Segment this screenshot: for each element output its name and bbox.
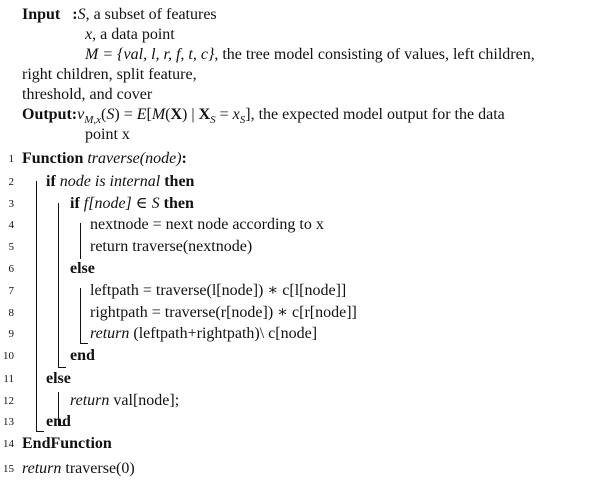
- input-m-cont2: threshold, and cover: [22, 86, 153, 103]
- algorithm-token: Function: [22, 150, 88, 167]
- algorithm-token: else: [70, 260, 95, 277]
- input-m-set: = {val, l, r, f, t, c}: [98, 46, 215, 63]
- output-formula: vM,x(S) = E[M(X) | XS = xS]: [77, 106, 251, 127]
- indent-bar-else-outer: [58, 392, 59, 426]
- indent-bar-if-feature: [80, 223, 81, 259]
- algorithm-line: return val[node];: [70, 392, 179, 410]
- line-number: 8: [8, 307, 15, 319]
- algorithm-line: if f[node] ∈ S then: [70, 195, 194, 213]
- algorithm-token: end: [70, 347, 95, 364]
- algorithm-line: rightpath = traverse(r[node]) ∗ c[r[node…: [90, 304, 357, 322]
- algorithm-token: leftpath = traverse(l[node]) ∗ c[l[node]…: [90, 282, 347, 299]
- input-line-m: M = {val, l, r, f, t, c}, the tree model…: [85, 46, 535, 64]
- algorithm-token: then: [159, 195, 194, 212]
- line-number: 7: [8, 285, 15, 297]
- algorithm-line: return traverse(nextnode): [90, 238, 252, 256]
- algorithm-line: Function traverse(node):: [22, 150, 187, 168]
- input-m-cont1: right children, split feature,: [22, 66, 197, 83]
- input-label: Input: [22, 6, 61, 23]
- line-number: 14: [3, 438, 14, 450]
- input-s-var: S: [77, 6, 86, 23]
- algorithm-token: return traverse(nextnode): [90, 238, 253, 255]
- line-number: 12: [3, 395, 14, 407]
- algorithm-token: traverse(0): [61, 460, 135, 477]
- output-line-cont: point x: [85, 126, 130, 144]
- algorithm-line: else: [46, 370, 71, 388]
- input-x-desc: , a data point: [92, 26, 175, 43]
- indent-bar-else-inner: [80, 288, 81, 344]
- algorithm-token: then: [160, 173, 195, 190]
- algorithm-line: leftpath = traverse(l[node]) ∗ c[l[node]…: [90, 282, 346, 300]
- algorithm-token: traverse(node): [87, 150, 182, 167]
- line-number: 10: [3, 350, 14, 362]
- indent-hook-if-internal: [58, 367, 66, 368]
- line-number: 1: [8, 153, 15, 165]
- algorithm-token: if: [46, 173, 60, 190]
- input-line-x: x, a data point: [85, 26, 175, 44]
- algorithm-token: EndFunction: [22, 435, 112, 452]
- algorithm-line: return (leftpath+rightpath)\ c[node]: [90, 325, 317, 343]
- indent-hook-else-outer: [58, 425, 66, 426]
- line-number: 3: [8, 198, 15, 210]
- line-number: 4: [8, 219, 15, 231]
- algorithm-token: return: [90, 325, 130, 342]
- line-number: 11: [3, 373, 14, 385]
- algorithm-line: nextnode = next node according to x: [90, 216, 324, 234]
- output-colon: :: [71, 106, 78, 123]
- indent-bar-if-internal: [58, 203, 59, 368]
- algorithm-token: (leftpath+rightpath)\ c[node]: [129, 325, 318, 342]
- line-number: 13: [3, 416, 14, 428]
- input-s-desc: , a subset of features: [85, 6, 217, 23]
- algorithm-token: rightpath = traverse(r[node]) ∗ c[r[node…: [90, 304, 357, 321]
- algorithm-line: EndFunction: [22, 435, 112, 453]
- line-number: 15: [3, 463, 14, 475]
- algorithm-token: f[node] ∈ S: [83, 195, 160, 212]
- indent-hook-else-inner: [80, 343, 88, 344]
- line-number: 2: [8, 176, 15, 188]
- algorithm-token: val[node];: [109, 392, 180, 409]
- algorithm-line: if node is internal then: [46, 173, 194, 191]
- algorithm-line: end: [70, 347, 95, 365]
- algorithm-token: return: [22, 460, 62, 477]
- algorithm-token: else: [46, 370, 71, 387]
- line-number: 9: [8, 328, 15, 340]
- output-cont: point x: [85, 126, 130, 143]
- algorithm-token: if: [70, 195, 84, 212]
- algorithm-line: return traverse(0): [22, 460, 135, 478]
- algorithm-token: return: [70, 392, 110, 409]
- input-m-lhs: M: [85, 46, 99, 63]
- input-line-m-cont1: right children, split feature,: [22, 66, 197, 84]
- input-x-var: x: [85, 26, 93, 43]
- line-number: 5: [8, 241, 15, 253]
- output-desc: , the expected model output for the data: [250, 106, 505, 123]
- input-line-m-cont2: threshold, and cover: [22, 86, 152, 104]
- line-number: 6: [8, 263, 15, 275]
- algorithm-token: nextnode = next node according to x: [90, 216, 324, 233]
- input-colon: :: [72, 6, 78, 23]
- algorithm-token: node is internal: [59, 173, 161, 190]
- indent-bar-function: [36, 181, 37, 432]
- algorithm-line: else: [70, 260, 95, 278]
- output-label: Output: [22, 106, 72, 123]
- output-line: Output:vM,x(S) = E[M(X) | XS = xS], the …: [22, 106, 505, 129]
- input-m-desc: , the tree model consisting of values, l…: [214, 46, 535, 63]
- algorithm-token: :: [181, 150, 187, 167]
- input-line-s: Input :S, a subset of features: [22, 6, 217, 24]
- indent-hook-function: [36, 431, 44, 432]
